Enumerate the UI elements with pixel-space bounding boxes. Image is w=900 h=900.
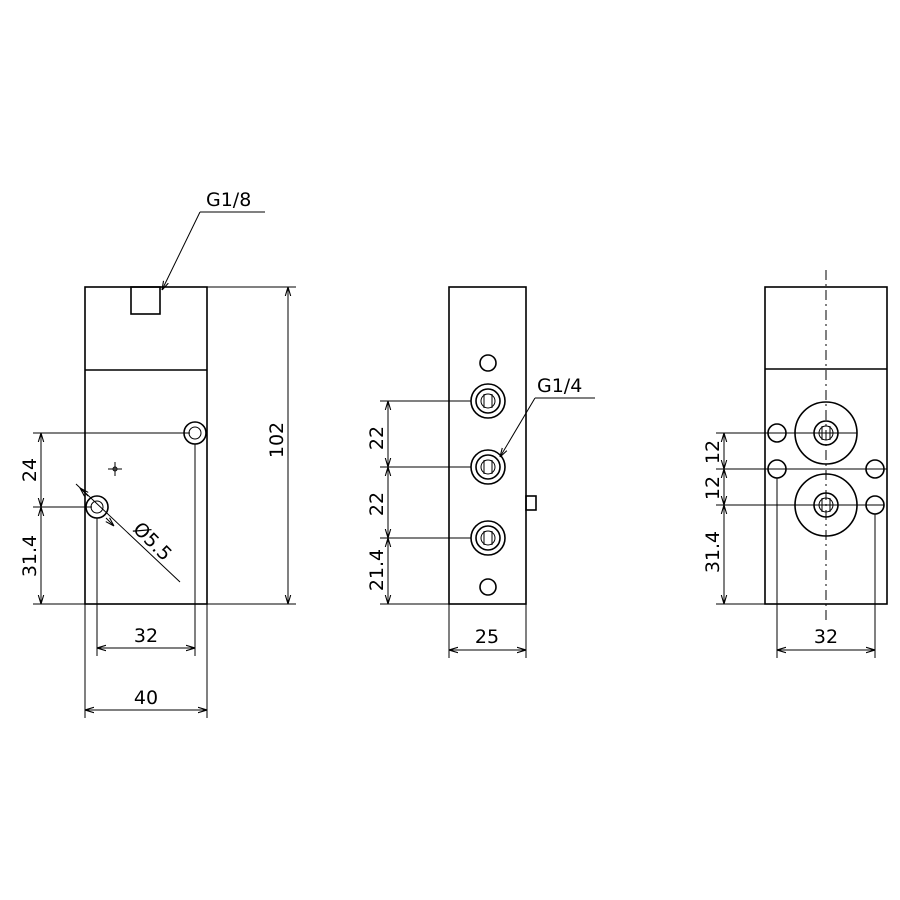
g14-leader-line xyxy=(500,397,536,457)
dim-24-label: 24 xyxy=(19,458,41,482)
left-mounting-hole-upper-inner xyxy=(188,426,202,440)
left-mounting-hole-lower-inner xyxy=(90,500,104,514)
dim-12-lower-label: 12 xyxy=(702,476,724,500)
middle-port-lower xyxy=(470,520,506,556)
middle-port-center xyxy=(470,449,506,485)
dim-25-label: 25 xyxy=(475,626,499,648)
right-view: 12 12 31.4 32 xyxy=(702,270,888,658)
middle-mounting-hole-bottom xyxy=(479,578,497,596)
middle-side-tab xyxy=(525,495,537,511)
left-pilot-port xyxy=(130,286,161,315)
dim-right-31-4-label: 31.4 xyxy=(702,531,724,573)
middle-port-upper xyxy=(470,383,506,419)
middle-body-outline xyxy=(448,286,527,605)
dim-22-lower-label: 22 xyxy=(366,492,388,516)
g18-callout-label: G1/8 xyxy=(206,189,251,211)
dim-31-4-label: 31.4 xyxy=(19,535,41,577)
dim-102-label: 102 xyxy=(266,422,288,458)
middle-mounting-hole-top xyxy=(479,354,497,372)
dim-diameter-arrow-b xyxy=(106,518,114,526)
g14-callout-label: G1/4 xyxy=(537,375,582,397)
left-view: G1/8 102 24 31.4 Ø5.5 32 40 xyxy=(19,189,296,718)
left-body-outline xyxy=(84,286,208,605)
dim-21-4-label: 21.4 xyxy=(366,549,388,591)
dim-diameter-arrow-a xyxy=(80,488,88,496)
dim-22-upper-label: 22 xyxy=(366,426,388,450)
dim-right-32-label: 32 xyxy=(814,626,838,648)
g18-leader-line xyxy=(162,211,201,290)
middle-view: G1/4 22 22 21.4 25 xyxy=(366,286,595,658)
dim-12-upper-label: 12 xyxy=(702,440,724,464)
dim-diameter-leader xyxy=(75,483,181,583)
dim-32-label: 32 xyxy=(134,625,158,647)
dim-40-label: 40 xyxy=(134,687,158,709)
dim-diameter-label: Ø5.5 xyxy=(128,518,175,565)
